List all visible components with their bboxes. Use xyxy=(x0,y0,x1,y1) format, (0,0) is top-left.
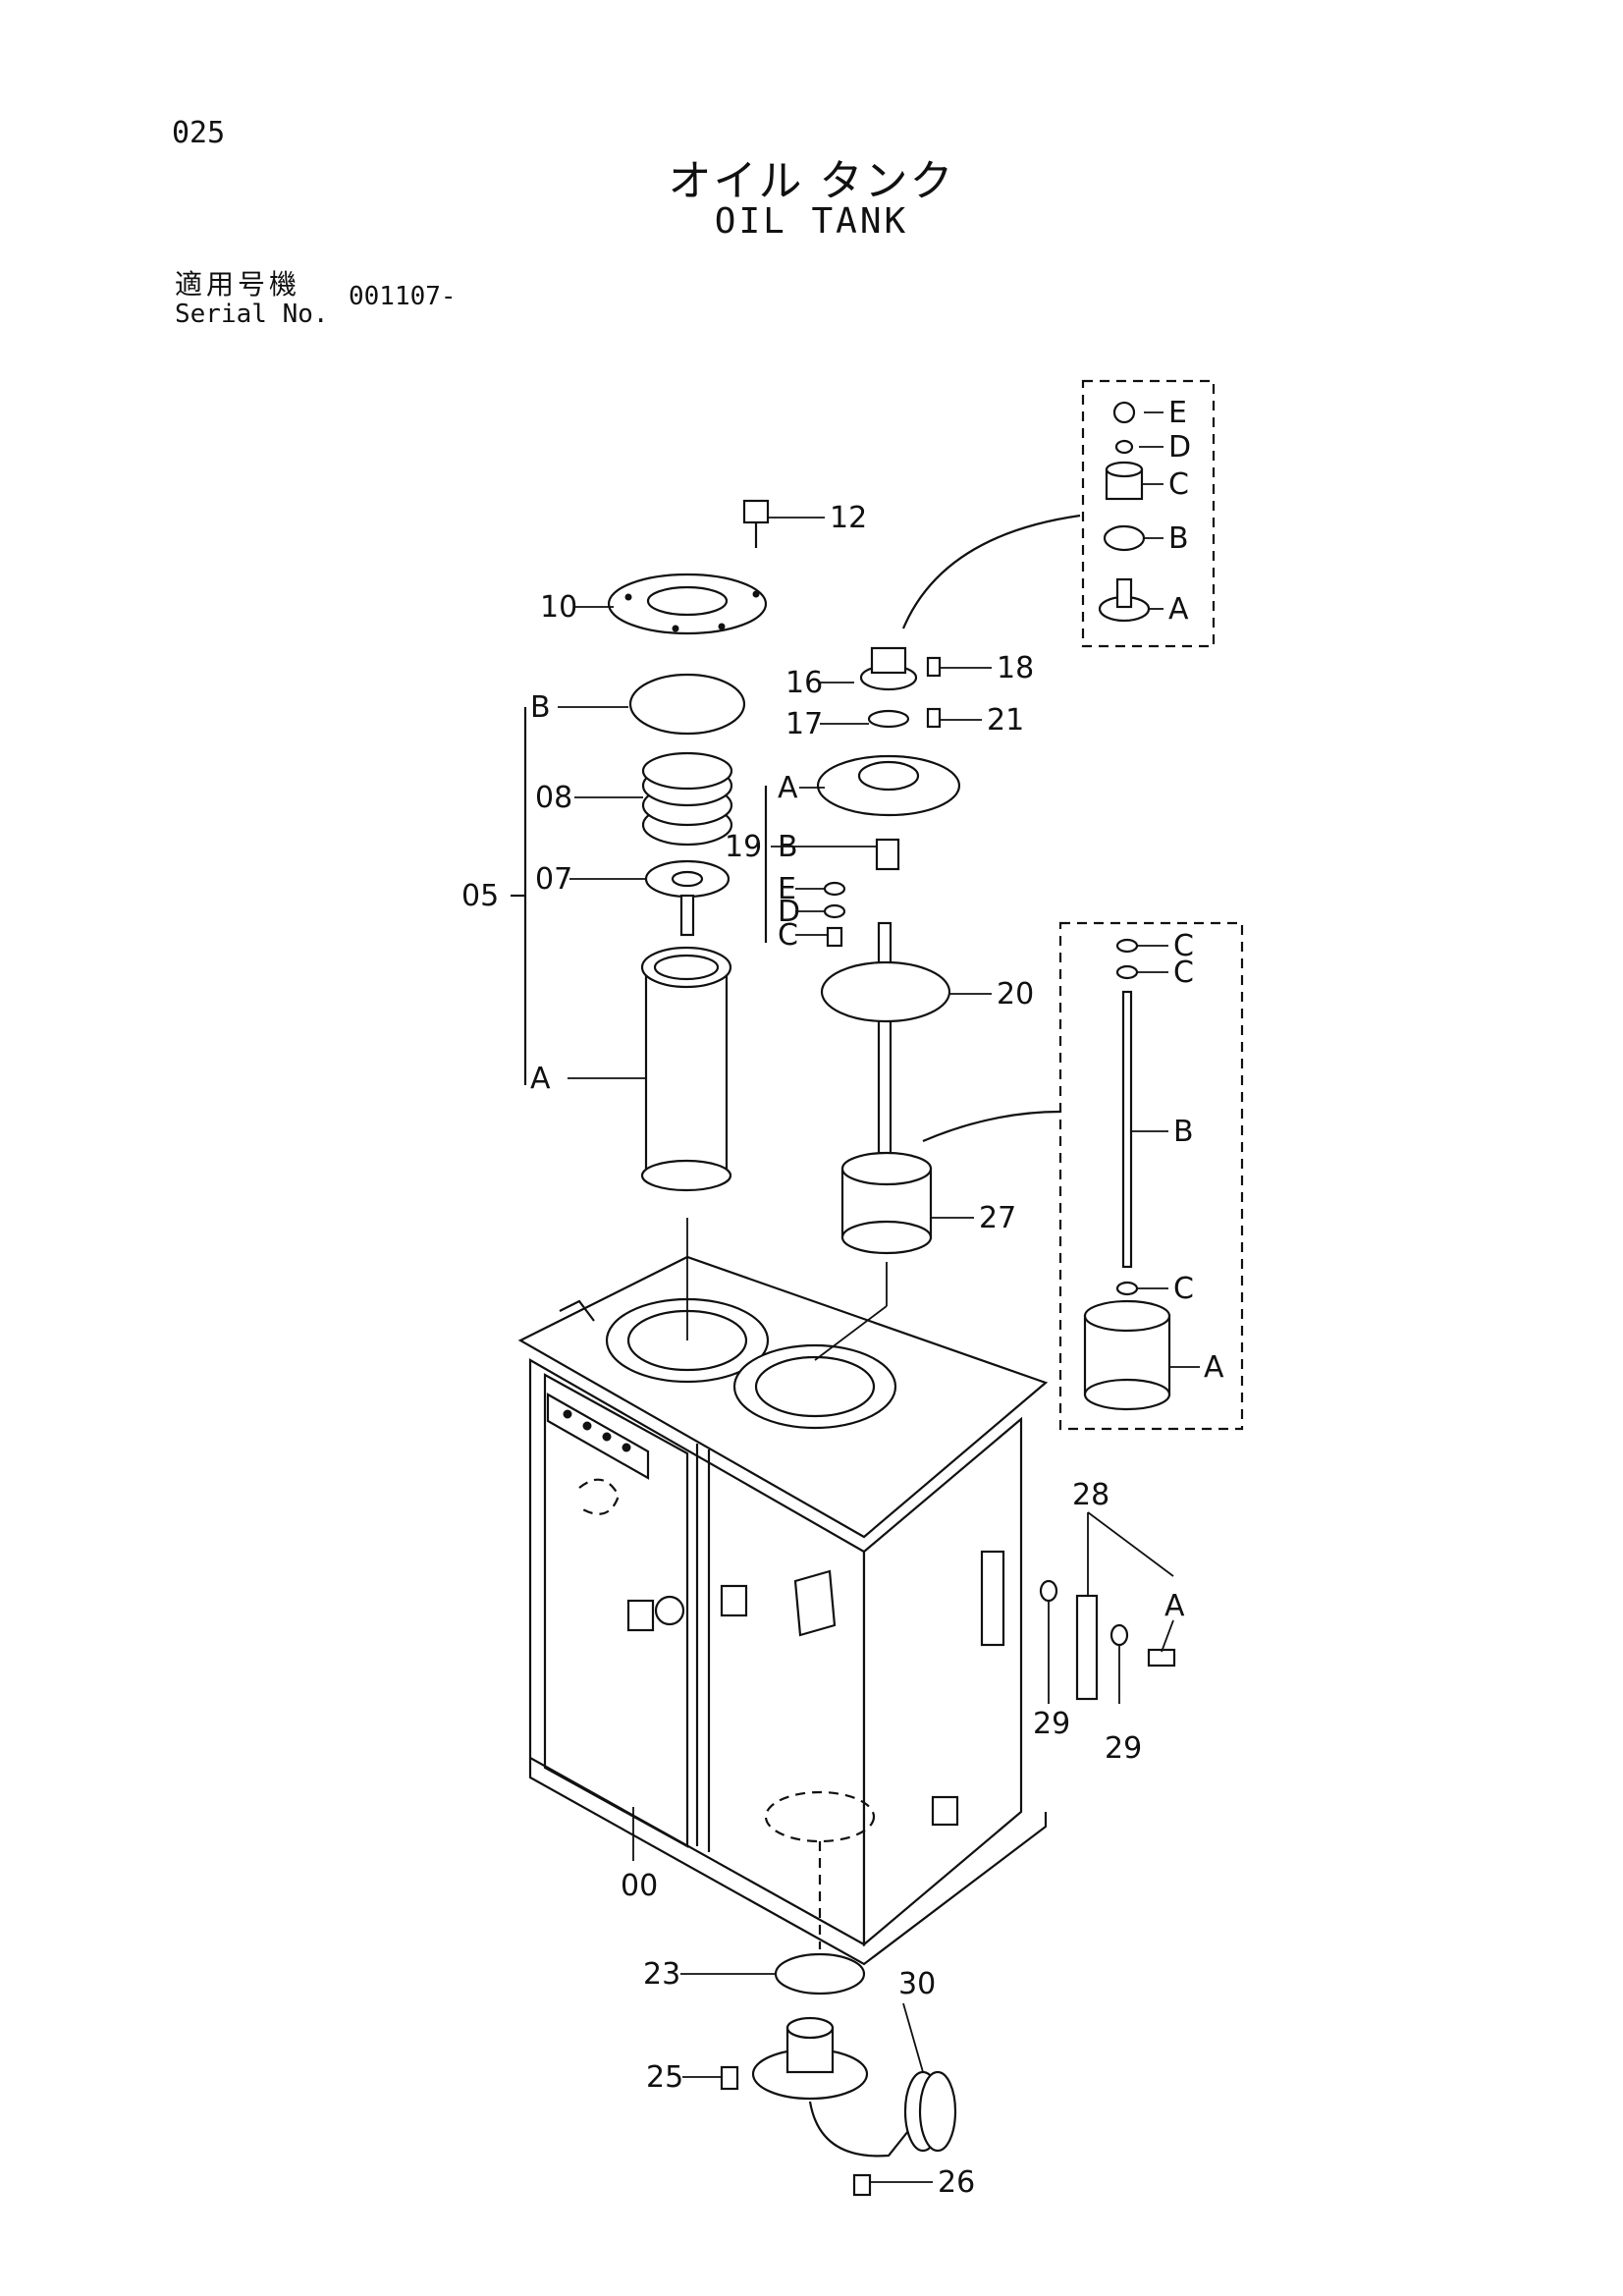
callout-25: 25 xyxy=(646,2060,683,2095)
part-callouts: 00 05 07 08 10 12 16 17 18 19 20 21 23 2… xyxy=(461,501,1142,2200)
callout-29-left: 29 xyxy=(1033,1707,1070,1741)
cover-assembly-19 xyxy=(764,646,961,1361)
oil-tank-body xyxy=(517,1255,1049,1966)
label-16-B: B xyxy=(1168,521,1189,556)
callout-30: 30 xyxy=(898,1967,936,2001)
label-16-C: C xyxy=(1168,467,1189,502)
label-16-E: E xyxy=(1168,396,1187,430)
callout-08: 08 xyxy=(535,781,572,815)
label-27-C-1: C xyxy=(1173,929,1194,963)
callout-27: 27 xyxy=(979,1201,1016,1235)
callout-05: 05 xyxy=(461,879,499,913)
label-16-A: A xyxy=(1168,592,1189,627)
filter-assembly-05 xyxy=(511,573,768,1340)
callout-29-right: 29 xyxy=(1105,1731,1142,1766)
title-english: OIL TANK xyxy=(714,201,909,242)
serial-label-japanese: 適用号機 xyxy=(175,268,301,301)
callout-21: 21 xyxy=(987,703,1024,738)
leader-lines xyxy=(558,411,1200,2183)
callout-19: 19 xyxy=(725,830,762,864)
bolt-12 xyxy=(742,499,770,548)
callout-07: 07 xyxy=(535,862,572,897)
label-16-D: D xyxy=(1168,430,1191,465)
label-19-A: A xyxy=(778,771,798,805)
callout-23: 23 xyxy=(643,1957,680,1992)
page-number: 025 xyxy=(172,116,226,150)
label-19-C: C xyxy=(778,918,798,953)
label-28-A: A xyxy=(1164,1589,1185,1623)
callout-12: 12 xyxy=(830,501,867,535)
callout-28: 28 xyxy=(1072,1478,1109,1512)
callout-16: 16 xyxy=(785,666,823,700)
detail-box-27 xyxy=(922,921,1244,1431)
label-27-C-2: C xyxy=(1173,956,1194,990)
callout-00: 00 xyxy=(621,1869,658,1903)
serial-number-value: 001107- xyxy=(349,282,457,311)
sub-part-letters: A B A B C D E A B C D E A B C C C A xyxy=(530,396,1224,1623)
callout-10: 10 xyxy=(540,590,577,625)
detail-box-16 xyxy=(901,379,1216,648)
label-05-B: B xyxy=(530,690,551,725)
label-19-E: E xyxy=(778,872,796,906)
callout-17: 17 xyxy=(785,707,823,741)
label-27-B: B xyxy=(1173,1115,1194,1149)
callout-18: 18 xyxy=(997,651,1034,685)
label-05-A: A xyxy=(530,1062,551,1096)
return-pipe-assembly xyxy=(720,1952,957,2197)
label-27-C-3: C xyxy=(1173,1272,1194,1306)
serial-label-english: Serial No. xyxy=(175,300,329,329)
label-19-D: D xyxy=(778,895,800,929)
level-gauge-28 xyxy=(1039,1579,1176,1701)
title-japanese: オイル タンク xyxy=(668,156,955,206)
callout-20: 20 xyxy=(997,977,1034,1011)
label-19-B: B xyxy=(778,830,798,864)
label-27-A: A xyxy=(1204,1350,1224,1385)
callout-26: 26 xyxy=(938,2165,975,2200)
